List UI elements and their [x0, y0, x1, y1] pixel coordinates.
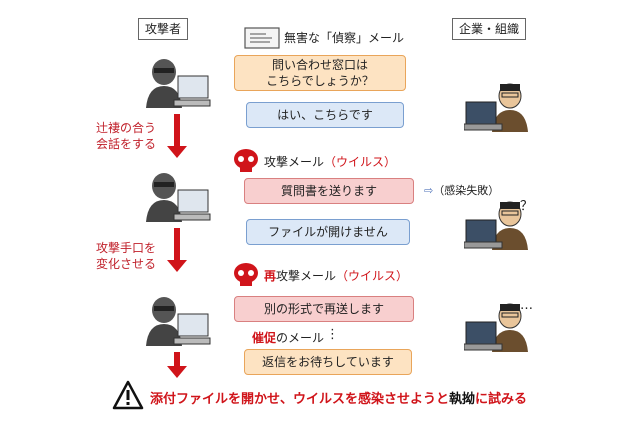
arrow-shaft-1 — [174, 114, 180, 146]
step2-company-text: ファイルが開けません — [268, 225, 388, 239]
step2-mail-title: 攻撃メール（ウイルス） — [264, 154, 396, 170]
step2-attacker-text: 質問書を送ります — [280, 184, 377, 198]
step1-attacker-text: 問い合わせ窓口は こちらでしょうか？ — [266, 58, 374, 88]
step1-attacker-bubble: 問い合わせ窓口は こちらでしょうか？ — [234, 55, 406, 91]
company-figure-3 — [464, 303, 528, 352]
step3-attacker-bubble: 別の形式で再送します — [234, 296, 414, 322]
arrow-head-1 — [167, 146, 187, 158]
reminder-label-b: のメール — [276, 331, 325, 345]
step3-mail-title: 再攻撃メール（ウイルス） — [264, 268, 408, 284]
company-ellipsis: … — [520, 298, 533, 313]
attacker-ellipsis: ⋮ — [326, 327, 339, 342]
step3-mail-title-b: （ウイルス） — [336, 269, 409, 283]
side-text-2: 攻撃手口を 変化させる — [95, 241, 156, 271]
step2-mail-title-b: （ウイルス） — [324, 155, 397, 169]
attacker-figure-1 — [146, 59, 211, 108]
company-label: 企業・組織 — [452, 18, 527, 40]
infection-note-text: （感染失敗） — [433, 184, 500, 197]
side-text-1: 辻褄の合う 会話をする — [95, 121, 156, 151]
skull-icon — [234, 149, 258, 172]
step2-mail-title-a: 攻撃メール — [264, 155, 325, 169]
warning-icon — [112, 380, 144, 410]
step3-mail-title-re: 再 — [264, 269, 277, 283]
step1-company-bubble: はい、こちらです — [246, 102, 404, 128]
reminder-label: 催促のメール — [252, 330, 324, 346]
step1-mail-title: 無害な「偵察」メール — [284, 31, 405, 45]
company-figure-2 — [464, 201, 528, 250]
company-figure-1 — [464, 83, 528, 132]
step2-attacker-bubble: 質問書を送ります — [244, 178, 414, 204]
step3-attacker-bubble-2: 返信をお待ちしています — [244, 349, 412, 375]
attacker-figure-2 — [146, 173, 211, 222]
question-mark: ？ — [520, 199, 534, 214]
step3-attacker-text-2: 返信をお待ちしています — [262, 355, 394, 369]
step2-company-bubble: ファイルが開けません — [246, 219, 410, 245]
step3-attacker-text: 別の形式で再送します — [263, 302, 384, 316]
envelope-icon — [244, 27, 280, 49]
skull-icon-2 — [234, 263, 258, 286]
hollow-arrow-icon: ⇨ — [424, 184, 434, 197]
arrow-shaft-3 — [174, 352, 180, 366]
bottom-part1: 添付ファイルを開かせ、ウイルスを感染させようと — [150, 392, 450, 407]
arrow-head-3 — [167, 366, 187, 378]
infection-note: ⇨（感染失敗） — [424, 182, 499, 198]
attacker-label: 攻撃者 — [138, 18, 189, 40]
bottom-message: 添付ファイルを開かせ、ウイルスを感染させようと執拗に試みる — [150, 388, 527, 407]
step3-mail-title-a: 攻撃メール — [276, 269, 337, 283]
arrow-shaft-2 — [174, 228, 180, 260]
arrow-head-2 — [167, 260, 187, 272]
reminder-label-a: 催促 — [252, 331, 277, 345]
attacker-figure-3 — [146, 297, 211, 346]
bottom-part2: 執拗 — [449, 392, 476, 407]
step1-company-text: はい、こちらです — [277, 108, 373, 122]
bottom-part3: に試みる — [475, 392, 528, 407]
